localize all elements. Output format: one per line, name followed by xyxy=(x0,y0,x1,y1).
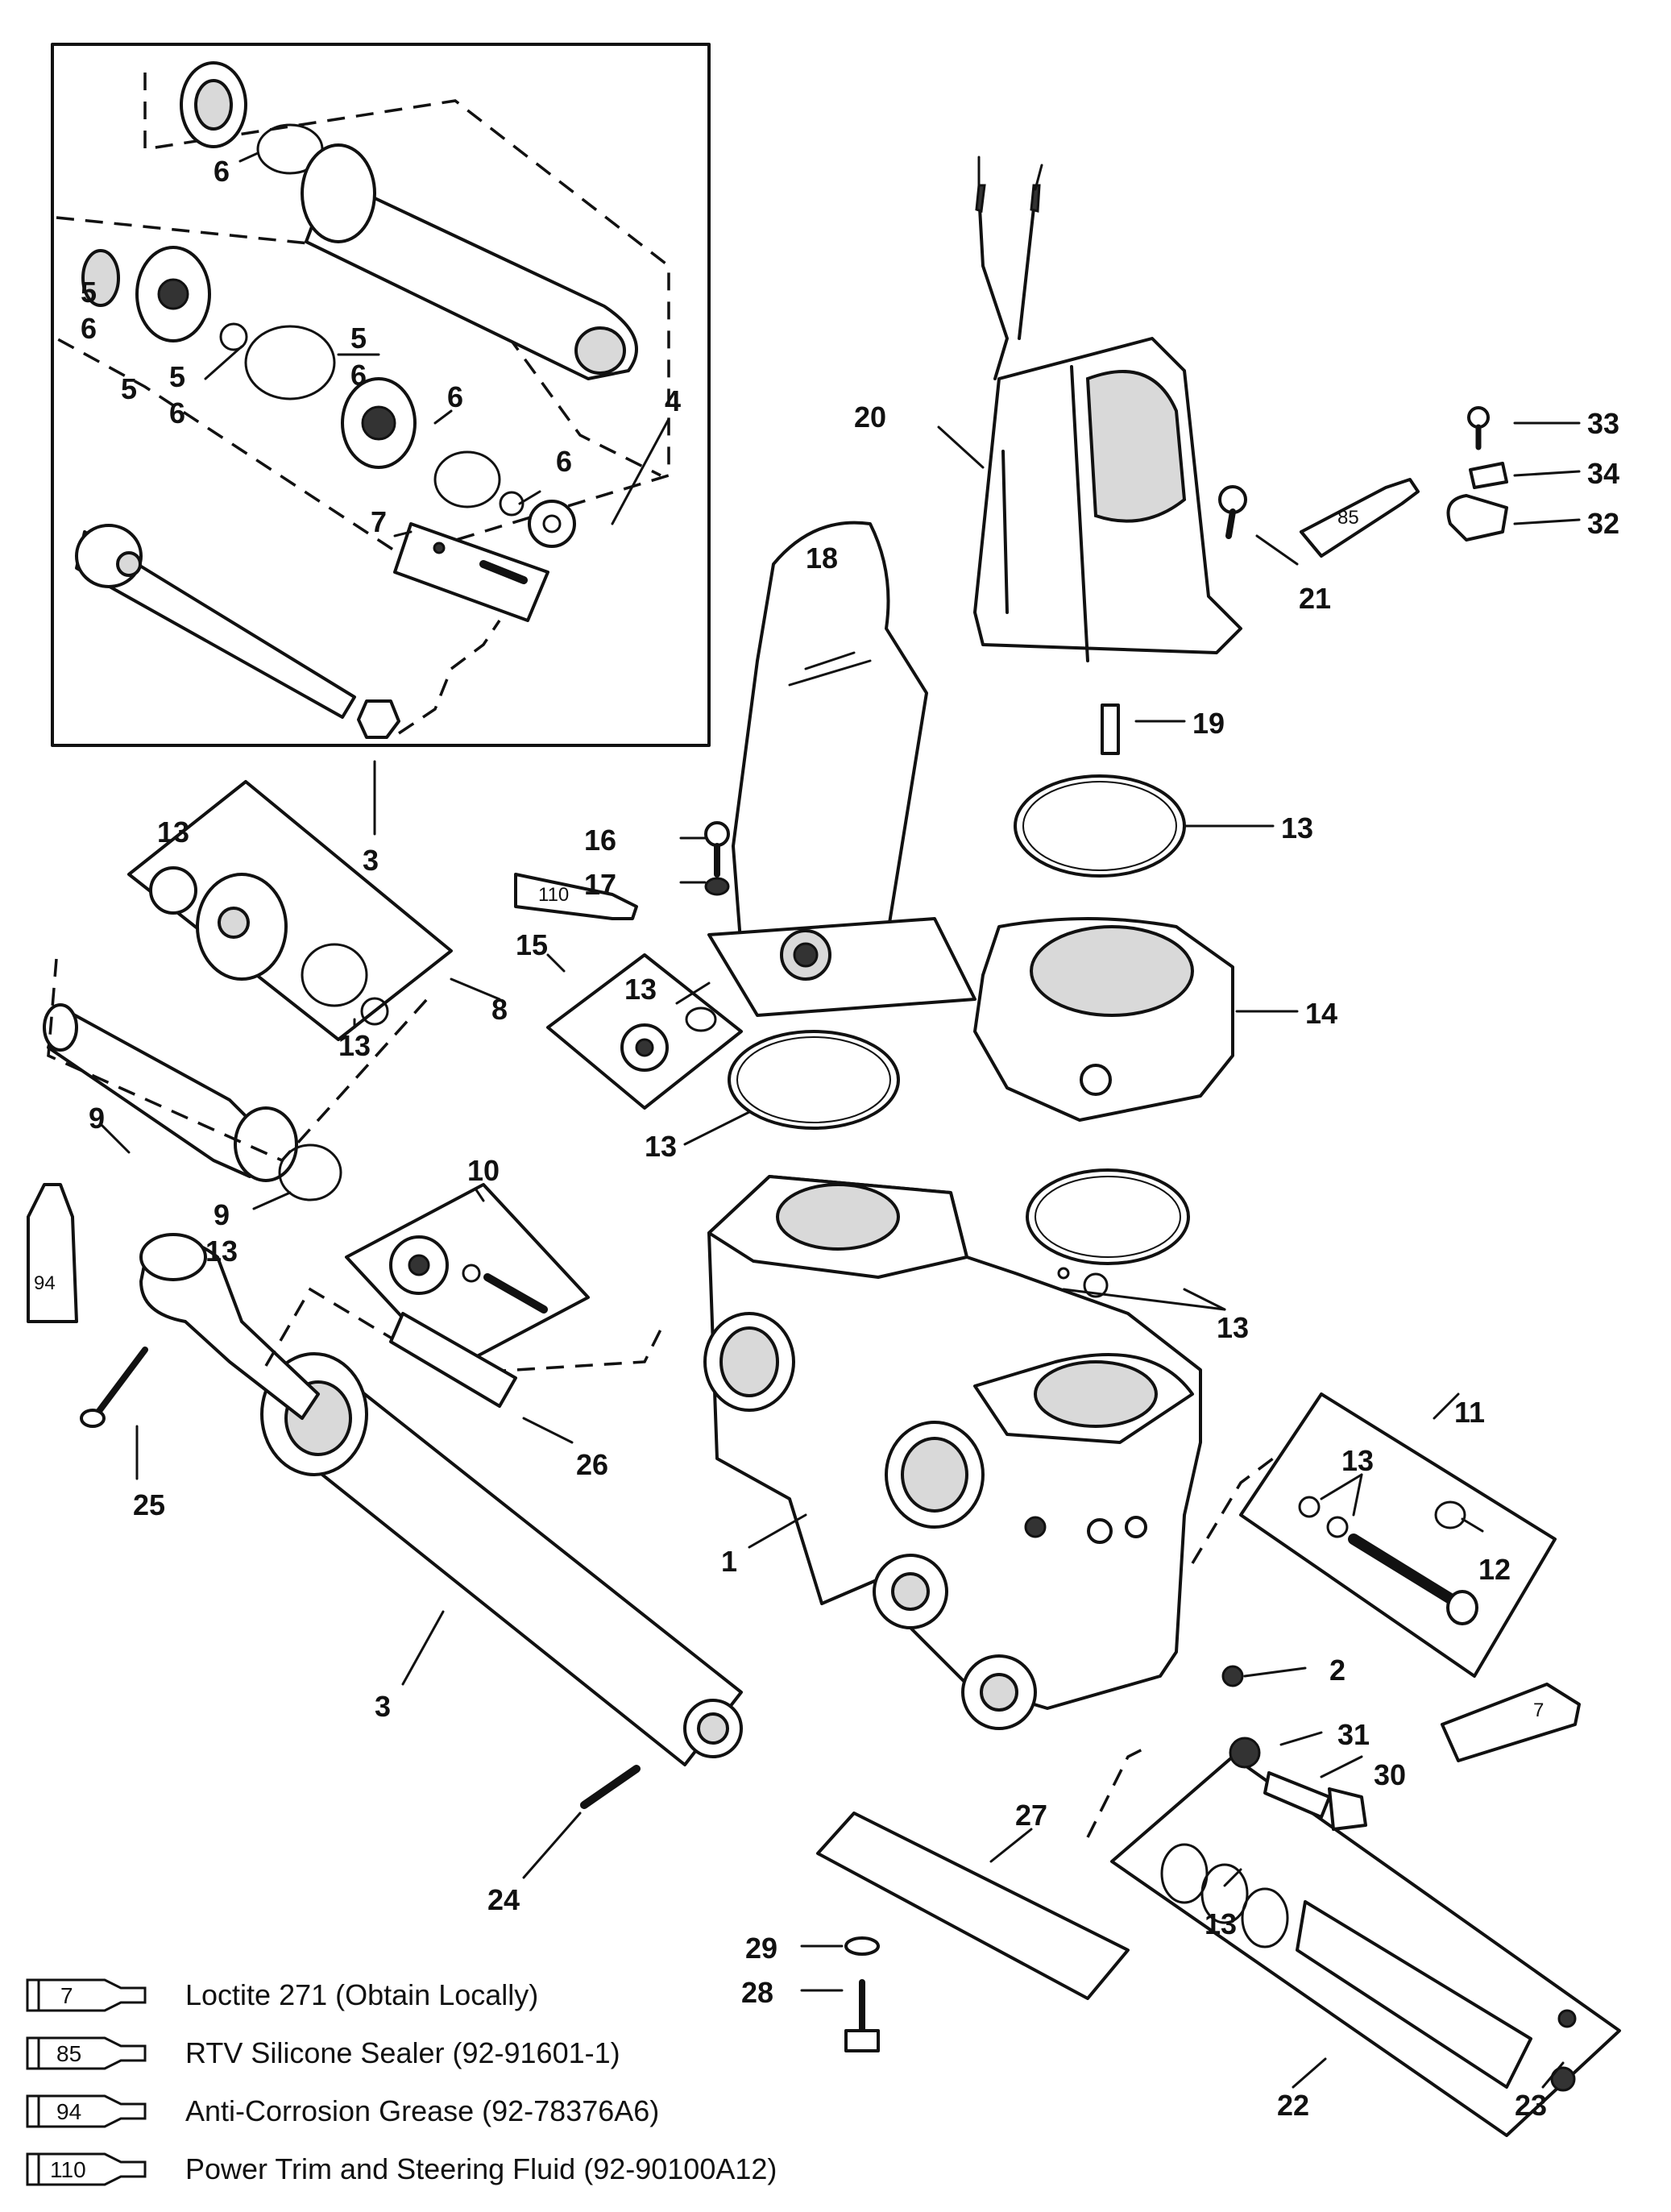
tube-7-label: 7 xyxy=(1533,1699,1544,1721)
manifold-1 xyxy=(703,1175,1202,1730)
legend-code: 85 xyxy=(56,2041,81,2066)
label-9: 9 xyxy=(89,1102,105,1135)
tube-85-label: 85 xyxy=(1337,507,1359,529)
kit-box-22 xyxy=(1086,1747,1621,2137)
tube-110-label: 110 xyxy=(538,884,569,906)
label-31: 31 xyxy=(1337,1718,1370,1751)
label-2: 2 xyxy=(1329,1654,1346,1687)
label-26: 26 xyxy=(576,1448,608,1481)
label-5: 5 xyxy=(350,322,367,355)
label-13: 13 xyxy=(338,1029,371,1062)
kit-box-8 xyxy=(47,780,453,1163)
kit-box-10 xyxy=(264,1183,662,1376)
small-parts xyxy=(80,406,1577,2052)
legend-row-7: 7 Loctite 271 (Obtain Locally) xyxy=(24,1966,910,2024)
label-6: 6 xyxy=(214,155,230,188)
label-5: 5 xyxy=(81,276,97,309)
label-32: 32 xyxy=(1587,507,1619,540)
label-4: 4 xyxy=(665,384,681,417)
label-20: 20 xyxy=(854,400,886,434)
label-12: 12 xyxy=(1478,1553,1511,1586)
tube-icon: 110 xyxy=(26,2152,147,2186)
label-22: 22 xyxy=(1277,2089,1309,2122)
label-19: 19 xyxy=(1192,707,1225,740)
label-13: 13 xyxy=(1341,1444,1374,1477)
sealant-legend: 7 Loctite 271 (Obtain Locally) 85 RTV Si… xyxy=(24,1966,910,2198)
legend-text: Power Trim and Steering Fluid (92-90100A… xyxy=(185,2152,777,2185)
tube-85: 85 xyxy=(1300,478,1420,558)
tube-icon: 85 xyxy=(26,2036,147,2070)
label-16: 16 xyxy=(584,824,616,857)
label-9: 9 xyxy=(214,1198,230,1231)
motor-20 xyxy=(973,156,1242,662)
label-21: 21 xyxy=(1299,582,1331,615)
label-34: 34 xyxy=(1587,457,1619,490)
label-10: 10 xyxy=(467,1154,500,1187)
tube-7: 7 xyxy=(1441,1683,1581,1762)
label-3: 3 xyxy=(375,1690,391,1723)
legend-text: RTV Silicone Sealer (92-91601-1) xyxy=(185,2036,620,2069)
label-6: 6 xyxy=(556,445,572,478)
label-13: 13 xyxy=(645,1130,677,1163)
tube-110: 110 xyxy=(514,873,638,920)
label-5: 5 xyxy=(169,360,185,393)
legend-code: 7 xyxy=(60,1983,73,2008)
kit-box-15 xyxy=(546,953,743,1110)
label-13: 13 xyxy=(1217,1311,1249,1344)
label-13: 13 xyxy=(1205,1907,1237,1940)
trim-cylinder-3 xyxy=(139,1233,743,1766)
cylinder-kit-inset xyxy=(51,43,711,747)
pump-14 xyxy=(973,917,1234,1122)
label-15: 15 xyxy=(516,928,548,961)
label-1: 1 xyxy=(721,1545,737,1578)
label-30: 30 xyxy=(1374,1758,1406,1791)
label-13: 13 xyxy=(1281,811,1313,845)
label-6: 6 xyxy=(447,380,463,413)
label-11: 11 xyxy=(1454,1396,1485,1429)
label-8: 8 xyxy=(491,993,508,1026)
label-29: 29 xyxy=(745,1932,777,1965)
label-3: 3 xyxy=(363,844,379,877)
reservoir-18 xyxy=(707,521,976,1017)
tube-94: 94 xyxy=(27,1183,78,1323)
label-23: 23 xyxy=(1515,2089,1547,2122)
label-13: 13 xyxy=(624,973,657,1006)
tube-icon: 94 xyxy=(26,2094,147,2128)
label-6: 6 xyxy=(350,359,367,392)
tube-94-label: 94 xyxy=(34,1272,56,1294)
leader-lines xyxy=(99,151,1581,2089)
legend-row-110: 110 Power Trim and Steering Fluid (92-90… xyxy=(24,2140,910,2198)
label-5: 5 xyxy=(121,372,137,405)
label-17: 17 xyxy=(584,868,616,901)
label-13: 13 xyxy=(157,815,189,849)
label-6: 6 xyxy=(169,396,185,430)
tube-icon: 7 xyxy=(26,1978,147,2012)
legend-row-94: 94 Anti-Corrosion Grease (92-78376A6) xyxy=(24,2082,910,2140)
label-6: 6 xyxy=(81,312,97,345)
label-27: 27 xyxy=(1015,1799,1047,1832)
label-33: 33 xyxy=(1587,407,1619,440)
legend-text: Loctite 271 (Obtain Locally) xyxy=(185,1978,539,2011)
label-7: 7 xyxy=(371,505,387,538)
legend-text: Anti-Corrosion Grease (92-78376A6) xyxy=(185,2094,660,2127)
label-18: 18 xyxy=(806,542,838,575)
part-number-labels: 6 5 6 5 5 6 5 6 6 6 7 4 3 20 18 21 33 34… xyxy=(81,155,1619,2122)
label-25: 25 xyxy=(133,1488,165,1521)
label-13: 13 xyxy=(205,1235,238,1268)
kit-box-11 xyxy=(1191,1392,1557,1678)
label-28: 28 xyxy=(741,1976,773,2009)
legend-code: 94 xyxy=(56,2099,81,2124)
label-14: 14 xyxy=(1305,997,1337,1030)
legend-code: 110 xyxy=(50,2157,86,2182)
legend-row-85: 85 RTV Silicone Sealer (92-91601-1) xyxy=(24,2024,910,2082)
label-24: 24 xyxy=(487,1883,520,1916)
piston-rod-9 xyxy=(43,1003,342,1201)
